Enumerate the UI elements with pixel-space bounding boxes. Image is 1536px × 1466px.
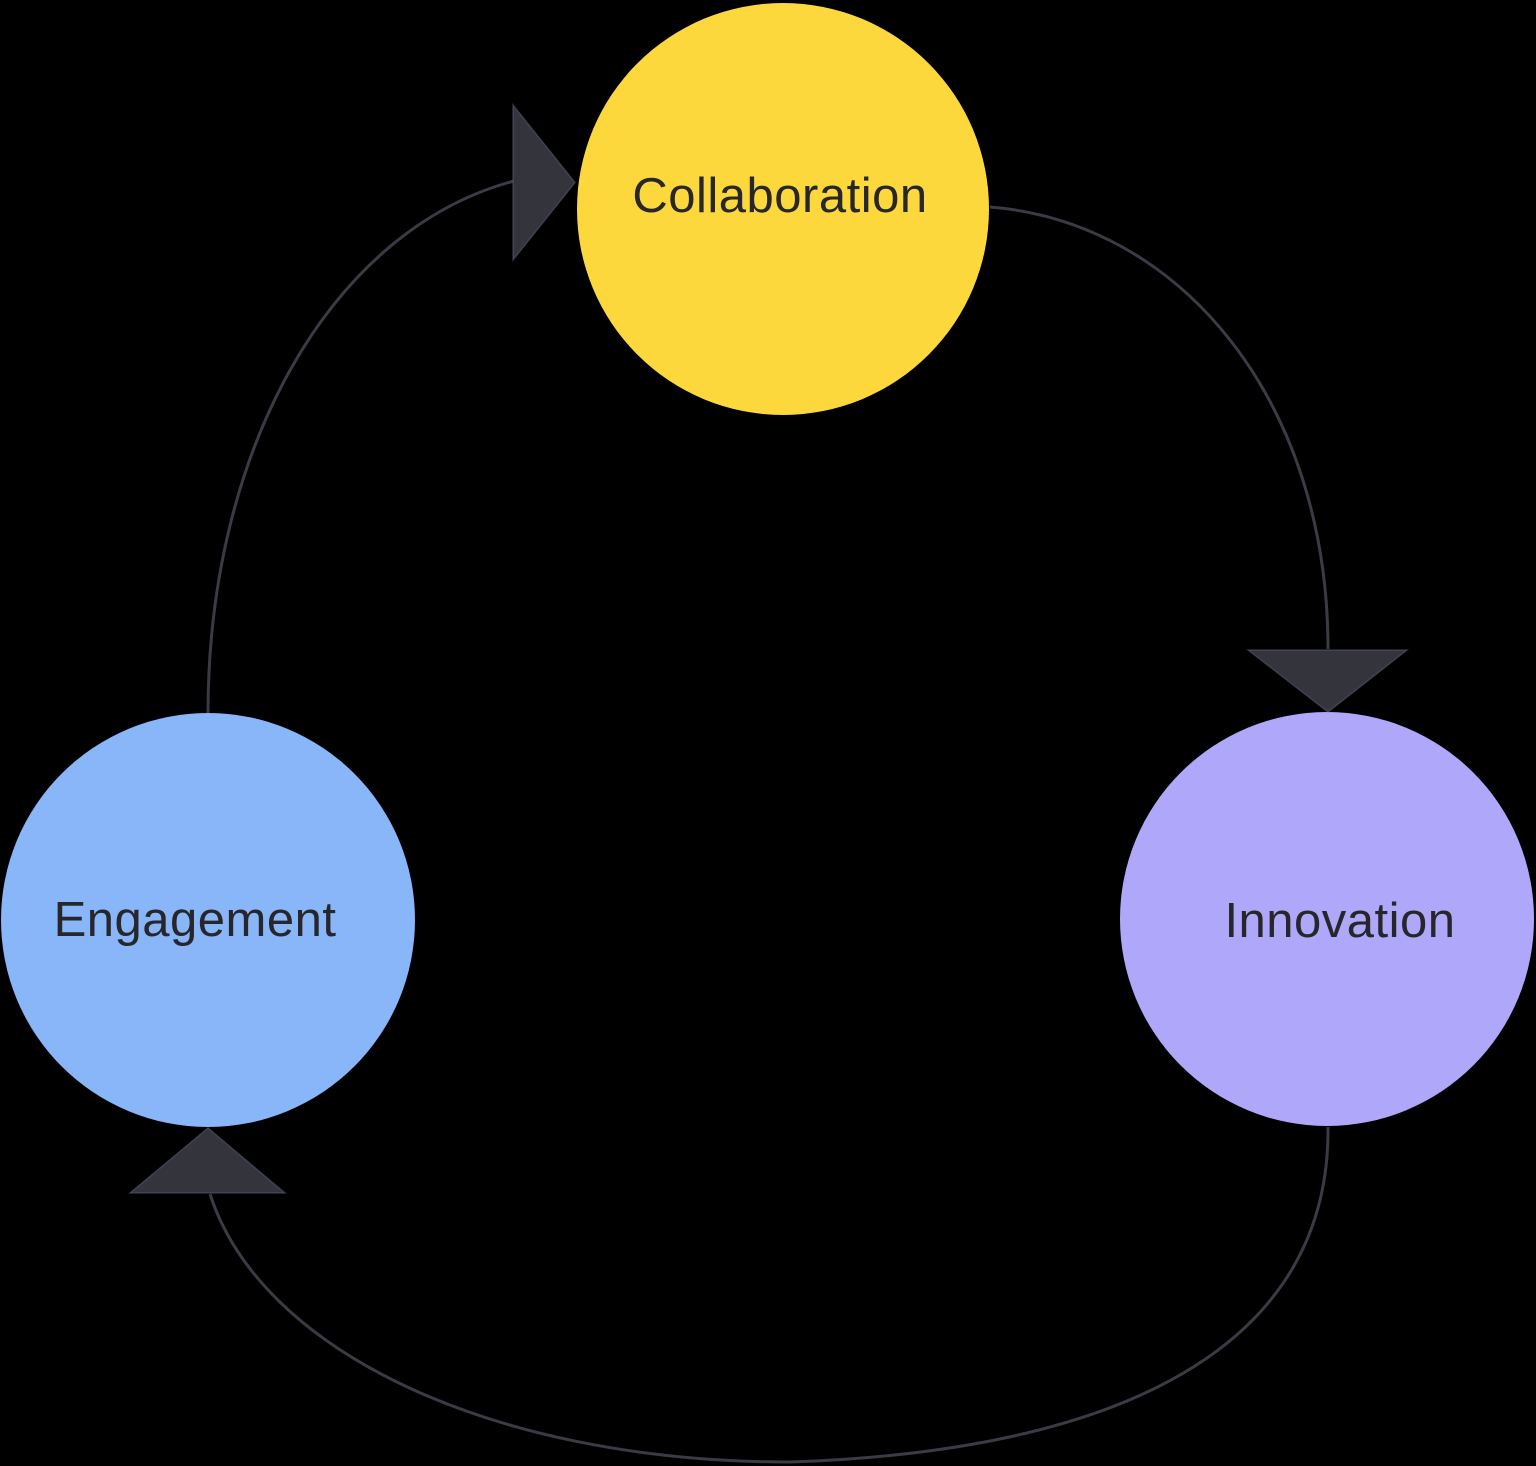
node-labels: Collaboration Innovation Engagement <box>54 169 1456 948</box>
arrowhead-into-collaboration <box>512 102 576 263</box>
connector-innovation-to-engagement <box>208 1126 1330 1464</box>
arrowhead-into-innovation <box>1245 649 1410 713</box>
node-innovation <box>1120 712 1534 1126</box>
node-collaboration <box>577 3 989 415</box>
node-label-innovation: Innovation <box>1224 894 1455 948</box>
node-label-collaboration: Collaboration <box>632 169 927 223</box>
nodes <box>1 3 1534 1127</box>
connector-engagement-to-collaboration <box>206 179 515 714</box>
node-label-engagement: Engagement <box>54 893 337 947</box>
connector-collaboration-to-innovation <box>989 205 1330 650</box>
connectors <box>206 179 1330 1464</box>
node-engagement <box>1 713 415 1127</box>
arrowheads <box>127 102 1410 1194</box>
arrowhead-into-engagement <box>127 1127 288 1194</box>
